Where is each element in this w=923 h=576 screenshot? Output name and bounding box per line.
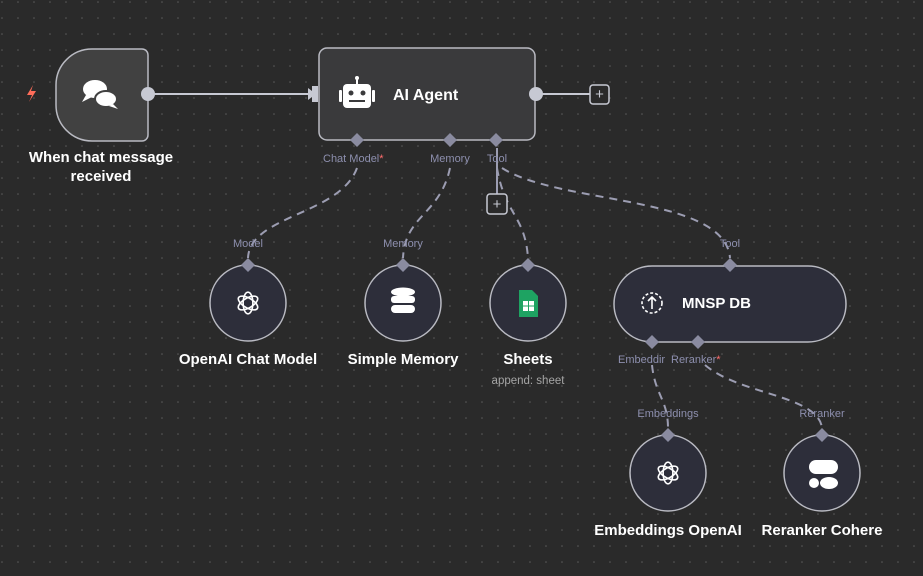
cohere-icon [809,460,838,489]
lightning-bolt-icon [27,85,36,102]
node-name: OpenAI Chat Model [179,351,317,368]
node-name: Simple Memory [348,351,460,368]
svg-text:+: + [493,196,502,213]
output-label: Model [233,238,263,250]
output-handle[interactable] [529,87,543,101]
input-handle[interactable] [312,86,318,102]
node-name: AI Agent [393,87,459,104]
input-reranker-handle[interactable] [691,335,705,349]
output-handle[interactable] [521,258,535,272]
input-label-embeddings: Embeddir [618,354,665,366]
edge-chat-model[interactable] [247,167,358,259]
edge-sheets[interactable] [496,167,529,259]
output-label: Memory [383,238,423,250]
input-embeddings-handle[interactable] [645,335,659,349]
output-handle[interactable] [396,258,410,272]
node-name: When chat message [29,149,173,166]
add-tool-button[interactable]: + [486,193,508,215]
add-node-button[interactable]: + [589,84,610,105]
edge-reranker[interactable] [704,364,823,429]
output-handle[interactable] [723,258,737,272]
edge-embeddings[interactable] [651,364,669,429]
connections [154,88,823,429]
node-name: Embeddings OpenAI [594,522,742,539]
node-subtitle: append: sheet [492,375,566,387]
input-label-tool: Tool [487,153,507,165]
input-chat-model-handle[interactable] [350,133,364,147]
vector-store-icon [641,292,663,314]
output-label: Tool [720,238,740,250]
node-name: received [71,168,132,185]
svg-text:+: + [595,86,604,103]
node-ai-agent[interactable]: AI Agent Chat Model* Memory Tool [312,47,543,165]
robot-icon [339,76,375,108]
output-handle[interactable] [661,428,675,442]
chat-bubbles-icon [82,80,118,109]
node-sheets[interactable]: Sheets append: sheet [489,258,567,387]
input-label-reranker: Reranker* [671,354,721,366]
input-label-memory: Memory [430,153,470,165]
input-memory-handle[interactable] [443,133,457,147]
google-sheets-icon [519,290,538,317]
node-embeddings-openai[interactable]: Embeddings Embeddings OpenAI [594,408,742,539]
node-name: MNSP DB [682,295,751,312]
node-chat-trigger[interactable]: When chat message received [27,48,173,185]
node-name: Reranker Cohere [762,522,883,539]
database-icon [391,287,415,313]
input-tool-handle[interactable] [489,133,503,147]
node-mnsp-db[interactable]: Tool MNSP DB Embeddir Reranker* [613,238,847,366]
node-name: Sheets [503,351,552,368]
node-simple-memory[interactable]: Memory Simple Memory [348,238,460,368]
output-handle[interactable] [141,87,155,101]
node-openai-chat-model[interactable]: Model OpenAI Chat Model [179,238,317,368]
output-handle[interactable] [815,428,829,442]
output-handle[interactable] [241,258,255,272]
output-label: Embeddings [637,408,699,420]
edge-mnsp[interactable] [501,167,731,259]
edge-memory[interactable] [402,167,451,259]
input-label-chat-model: Chat Model* [323,153,384,165]
node-reranker-cohere[interactable]: Reranker Reranker Cohere [762,408,883,539]
output-label: Reranker [799,408,845,420]
